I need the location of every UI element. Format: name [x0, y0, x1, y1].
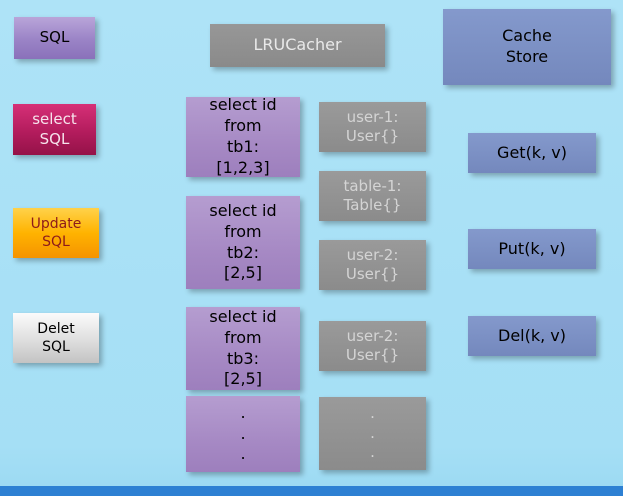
node-cache-entry-ellipsis: . . . [319, 397, 426, 470]
node-lru-cacher: LRUCacher [210, 24, 385, 67]
node-select-sql: select SQL [13, 104, 96, 155]
node-op-get: Get(k, v) [468, 133, 596, 173]
bottom-edge-bar [0, 486, 623, 496]
node-cache-store: Cache Store [443, 9, 611, 85]
node-query-tb3: select id from tb3: [2,5] [186, 307, 300, 390]
node-op-put: Put(k, v) [468, 229, 596, 269]
node-cache-entry-user1: user-1: User{} [319, 102, 426, 152]
node-query-ellipsis: . . . [186, 396, 300, 472]
node-cache-entry-user2b: user-2: User{} [319, 321, 426, 371]
node-cache-entry-table1: table-1: Table{} [319, 171, 426, 221]
node-update-sql: Update SQL [13, 208, 99, 258]
node-query-tb2: select id from tb2: [2,5] [186, 196, 300, 289]
node-delete-sql: Delet SQL [13, 313, 99, 363]
node-cache-entry-user2a: user-2: User{} [319, 240, 426, 290]
node-op-del: Del(k, v) [468, 316, 596, 356]
node-query-tb1: select id from tb1: [1,2,3] [186, 95, 300, 177]
node-sql: SQL [14, 17, 95, 59]
